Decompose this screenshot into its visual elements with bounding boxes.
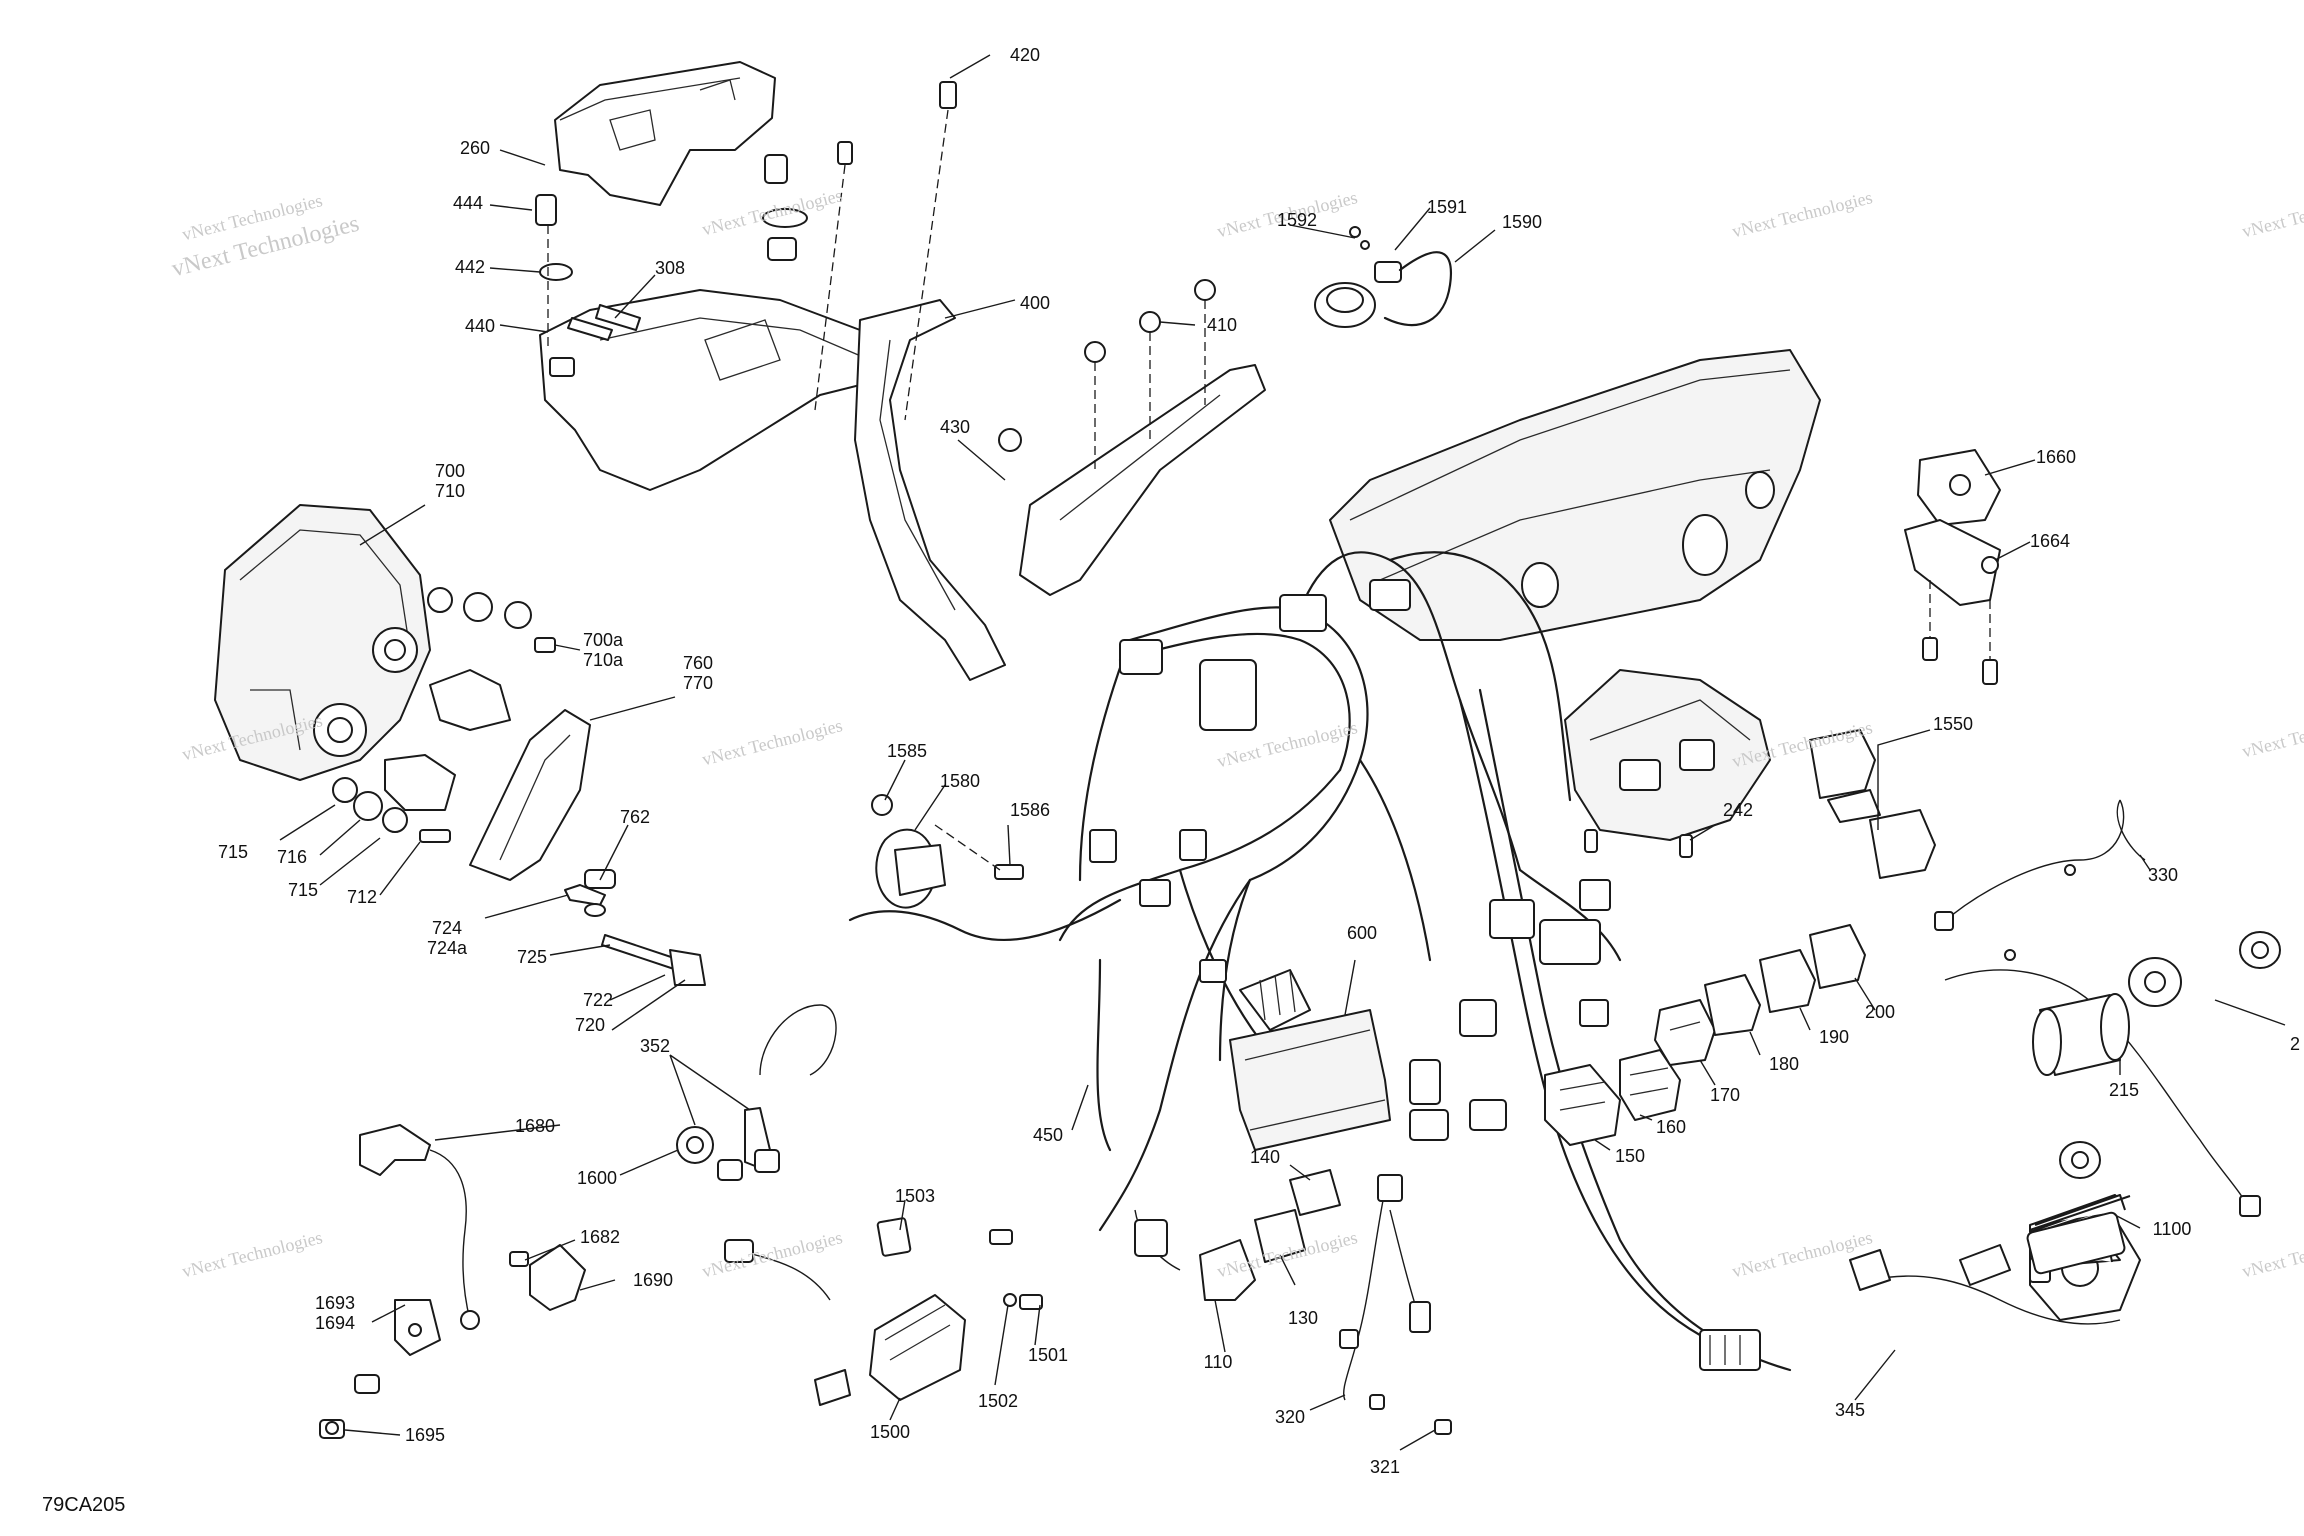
callout-1600[interactable]: 1600 bbox=[576, 1168, 618, 1188]
horn-1580 bbox=[871, 794, 1024, 909]
callout-1664[interactable]: 1664 bbox=[2029, 531, 2071, 551]
sensors-352 bbox=[676, 1004, 837, 1181]
figure-id: 79CA205 bbox=[42, 1494, 126, 1516]
bracket-400 bbox=[539, 289, 1006, 681]
callout-760-770[interactable]: 760 770 bbox=[682, 653, 714, 693]
callout-2[interactable]: 2 bbox=[2289, 1034, 2301, 1054]
relay-1550 bbox=[1809, 729, 1936, 879]
cover-260 bbox=[554, 61, 776, 206]
callout-150[interactable]: 150 bbox=[1614, 1146, 1646, 1166]
callout-180[interactable]: 180 bbox=[1768, 1054, 1800, 1074]
callout-242[interactable]: 242 bbox=[1722, 800, 1754, 820]
connectors-110-140 bbox=[1134, 1169, 1341, 1301]
callout-1580[interactable]: 1580 bbox=[939, 771, 981, 791]
harness-330 bbox=[1934, 799, 2261, 1217]
callout-321[interactable]: 321 bbox=[1369, 1457, 1401, 1477]
callout-200[interactable]: 200 bbox=[1864, 1002, 1896, 1022]
callout-110[interactable]: 110 bbox=[1203, 1352, 1233, 1372]
callout-1591[interactable]: 1591 bbox=[1426, 197, 1468, 217]
sensor-1590 bbox=[1314, 226, 1452, 328]
callout-308[interactable]: 308 bbox=[654, 258, 686, 278]
callout-450[interactable]: 450 bbox=[1032, 1125, 1064, 1145]
callout-442[interactable]: 442 bbox=[454, 257, 486, 277]
callout-260[interactable]: 260 bbox=[459, 138, 491, 158]
sensor-1660 bbox=[1904, 449, 2001, 685]
callout-700a-710a[interactable]: 700a 710a bbox=[582, 630, 624, 670]
callout-170[interactable]: 170 bbox=[1709, 1085, 1741, 1105]
unit-345 bbox=[1849, 1194, 2141, 1325]
callout-722[interactable]: 722 bbox=[582, 990, 614, 1010]
callout-140[interactable]: 140 bbox=[1249, 1147, 1281, 1167]
callout-715b[interactable]: 715 bbox=[287, 880, 319, 900]
bracket-410 bbox=[998, 279, 1266, 596]
callout-600[interactable]: 600 bbox=[1346, 923, 1378, 943]
callout-1680[interactable]: 1680 bbox=[514, 1116, 556, 1136]
callout-1682[interactable]: 1682 bbox=[579, 1227, 621, 1247]
callout-1695[interactable]: 1695 bbox=[404, 1425, 446, 1445]
headlight-700 bbox=[214, 504, 556, 843]
callout-1550[interactable]: 1550 bbox=[1932, 714, 1974, 734]
callout-720[interactable]: 720 bbox=[574, 1015, 606, 1035]
panel-242 bbox=[1564, 669, 1771, 858]
dash-frame bbox=[1329, 349, 1821, 641]
main-harness bbox=[848, 551, 1792, 1372]
fasteners-top bbox=[535, 81, 957, 421]
relays-150-200 bbox=[1544, 924, 1866, 1146]
sensor-1680 bbox=[319, 1124, 586, 1439]
callout-400[interactable]: 400 bbox=[1019, 293, 1051, 313]
callout-712[interactable]: 712 bbox=[346, 887, 378, 907]
callout-1100[interactable]: 1100 bbox=[2152, 1219, 2192, 1239]
callout-1500[interactable]: 1500 bbox=[869, 1422, 911, 1442]
callout-1693-1694[interactable]: 1693 1694 bbox=[314, 1293, 356, 1333]
bracket-760 bbox=[469, 709, 706, 986]
leader-lines bbox=[279, 54, 2286, 1451]
callout-1501[interactable]: 1501 bbox=[1027, 1345, 1069, 1365]
callout-1660[interactable]: 1660 bbox=[2035, 447, 2077, 467]
callout-160[interactable]: 160 bbox=[1655, 1117, 1687, 1137]
callout-1592[interactable]: 1592 bbox=[1276, 210, 1318, 230]
callout-410[interactable]: 410 bbox=[1206, 315, 1238, 335]
callout-215[interactable]: 215 bbox=[2108, 1080, 2140, 1100]
callout-190[interactable]: 190 bbox=[1818, 1027, 1850, 1047]
callout-700-710[interactable]: 700 710 bbox=[434, 461, 466, 501]
callout-1586[interactable]: 1586 bbox=[1009, 800, 1051, 820]
callout-352[interactable]: 352 bbox=[639, 1036, 671, 1056]
callout-430[interactable]: 430 bbox=[939, 417, 971, 437]
callout-716[interactable]: 716 bbox=[276, 847, 308, 867]
callout-444[interactable]: 444 bbox=[452, 193, 484, 213]
cluster-600 bbox=[1229, 969, 1391, 1151]
callout-345[interactable]: 345 bbox=[1834, 1400, 1866, 1420]
callout-1502[interactable]: 1502 bbox=[977, 1391, 1019, 1411]
callout-420[interactable]: 420 bbox=[1009, 45, 1041, 65]
callout-440[interactable]: 440 bbox=[464, 316, 496, 336]
switch-1500 bbox=[724, 1217, 1043, 1406]
callout-1585[interactable]: 1585 bbox=[886, 741, 928, 761]
callout-320[interactable]: 320 bbox=[1274, 1407, 1306, 1427]
callout-130[interactable]: 130 bbox=[1287, 1308, 1319, 1328]
callout-1690[interactable]: 1690 bbox=[632, 1270, 674, 1290]
cylinder-215 bbox=[2032, 931, 2281, 1179]
callout-715a[interactable]: 715 bbox=[217, 842, 249, 862]
callout-1590[interactable]: 1590 bbox=[1501, 212, 1543, 232]
callout-762[interactable]: 762 bbox=[619, 807, 651, 827]
callout-1503[interactable]: 1503 bbox=[894, 1186, 936, 1206]
callout-724[interactable]: 724 724a bbox=[426, 918, 468, 958]
callout-725[interactable]: 725 bbox=[516, 947, 548, 967]
harness-320 bbox=[1339, 1174, 1452, 1435]
callout-330[interactable]: 330 bbox=[2147, 865, 2179, 885]
